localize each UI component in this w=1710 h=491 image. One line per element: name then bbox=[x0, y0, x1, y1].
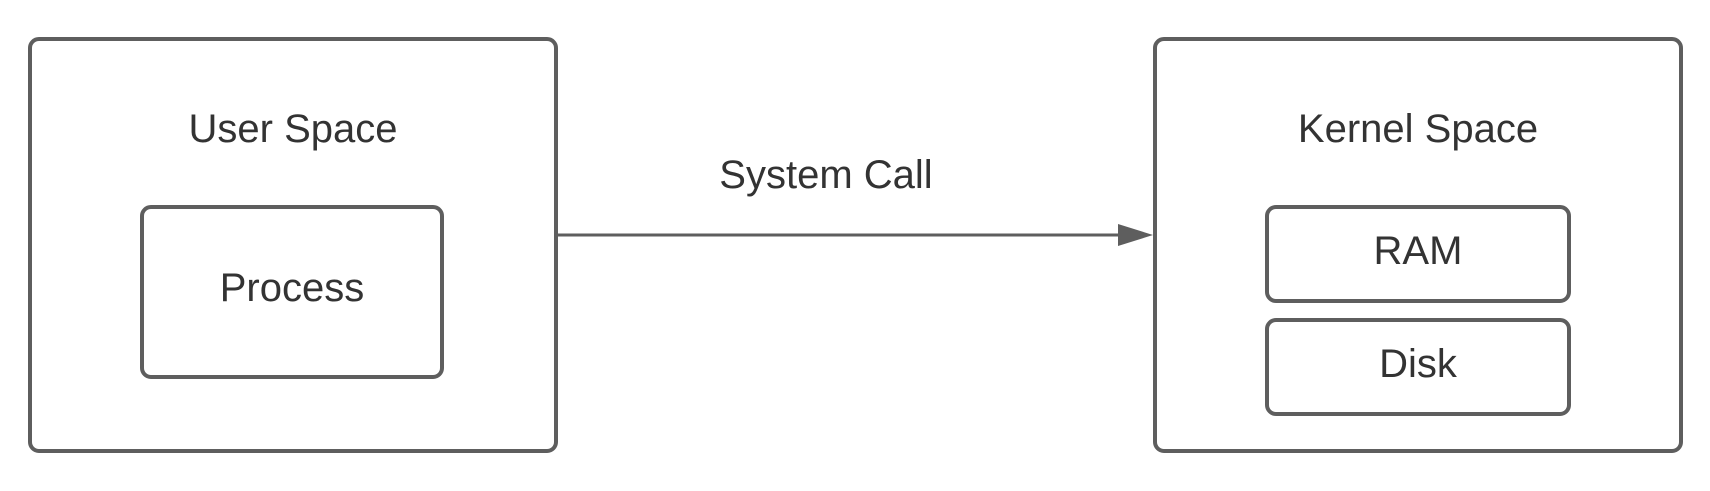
arrowhead-icon bbox=[1118, 224, 1153, 246]
user-space-title: User Space bbox=[189, 107, 398, 151]
disk-box bbox=[1265, 318, 1571, 416]
disk-label: Disk bbox=[1379, 342, 1458, 386]
ram-label: RAM bbox=[1374, 229, 1463, 273]
process-box bbox=[140, 205, 444, 379]
ram-box bbox=[1265, 205, 1571, 303]
kernel-space-title: Kernel Space bbox=[1298, 107, 1538, 151]
process-label: Process bbox=[220, 266, 365, 310]
system-call-label: System Call bbox=[719, 153, 932, 197]
